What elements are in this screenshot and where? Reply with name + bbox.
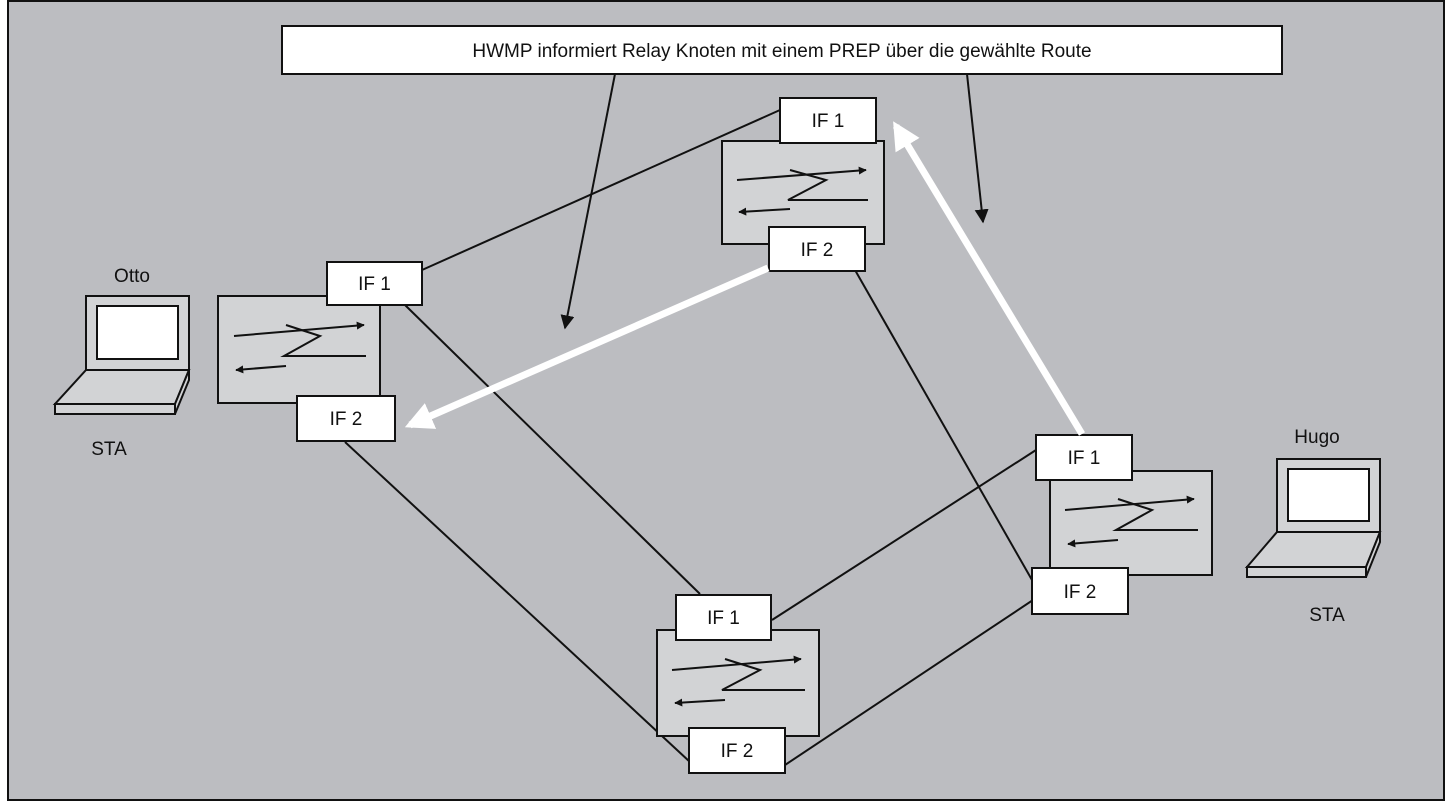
station-otto: Otto STA — [52, 266, 191, 460]
if1-label: IF 1 — [812, 111, 845, 132]
prep-arrow-right-to-top — [893, 121, 1085, 436]
laptop-icon — [1244, 458, 1382, 578]
if2-label: IF 2 — [1064, 582, 1097, 603]
station-name: Otto — [114, 266, 150, 287]
link-bottom-right-2 — [784, 597, 1037, 766]
caption-text: HWMP informiert Relay Knoten mit einem P… — [472, 41, 1091, 62]
station-type: STA — [91, 439, 127, 460]
station-type: STA — [1309, 605, 1345, 626]
link-left-bottom-2 — [344, 441, 691, 763]
caption-box: HWMP informiert Relay Knoten mit einem P… — [281, 25, 1283, 75]
caption-pointers — [560, 73, 989, 330]
if1-label: IF 1 — [358, 274, 391, 295]
station-name: Hugo — [1294, 427, 1339, 448]
relay-arrows-icon — [1064, 495, 1198, 548]
if2-label: IF 2 — [330, 409, 363, 430]
link-top-right — [854, 269, 1033, 581]
mesh-node-top: IF 1 IF 2 — [721, 97, 885, 272]
station-hugo: Hugo STA — [1244, 427, 1382, 626]
pointer-arrow-left — [560, 73, 616, 330]
pointer-arrow-right — [966, 73, 989, 224]
link-bottom-right — [771, 449, 1037, 621]
mesh-node-right: IF 1 IF 2 — [1031, 434, 1213, 615]
if1-label: IF 1 — [1068, 448, 1101, 469]
if2-label: IF 2 — [721, 741, 754, 762]
link-left-top — [421, 109, 781, 271]
relay-arrows-icon — [736, 166, 868, 216]
prep-arrow-top-to-left — [404, 264, 770, 429]
if2-label: IF 2 — [801, 240, 834, 261]
relay-arrows-icon — [233, 321, 366, 374]
prep-route — [404, 121, 1085, 436]
link-left-bottom — [404, 304, 701, 595]
mesh-node-bottom: IF 1 IF 2 — [656, 594, 820, 774]
mesh-node-left: IF 1 IF 2 — [217, 261, 423, 442]
mesh-links — [344, 109, 1037, 766]
if1-label: IF 1 — [707, 608, 740, 629]
relay-arrows-icon — [671, 655, 805, 707]
laptop-icon — [52, 295, 191, 415]
